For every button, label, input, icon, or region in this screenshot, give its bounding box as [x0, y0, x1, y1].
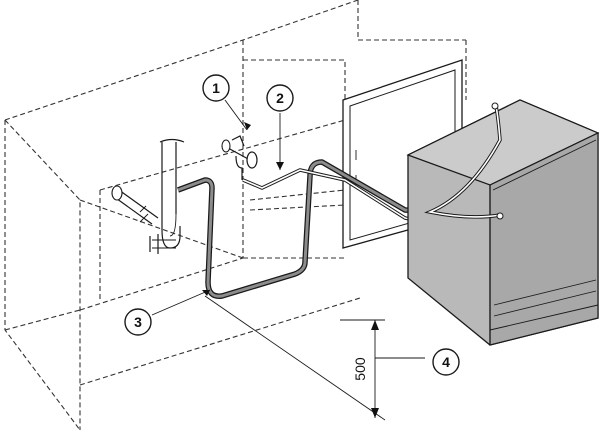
leader-lines	[151, 99, 425, 359]
dimension-500: 500	[204, 295, 386, 421]
callout-2-label: 2	[276, 90, 284, 106]
callout-3-circle	[124, 308, 152, 336]
callout-1-circle	[202, 74, 230, 102]
dimension-label: 500	[352, 357, 368, 381]
callout-2: 2	[266, 84, 294, 112]
callout-3: 3	[124, 308, 152, 336]
callout-2-circle	[266, 84, 294, 112]
water-tap	[221, 135, 258, 180]
callout-1: 1	[202, 74, 230, 102]
cabinet-outline	[4, 0, 467, 431]
callout-3-label: 3	[134, 314, 142, 330]
callout-4-circle	[432, 348, 460, 376]
callout-1-label: 1	[212, 80, 220, 96]
appliance	[406, 99, 600, 346]
callout-4: 4	[432, 348, 460, 376]
callout-4-label: 4	[442, 354, 450, 370]
siphon-pipe	[111, 138, 185, 254]
